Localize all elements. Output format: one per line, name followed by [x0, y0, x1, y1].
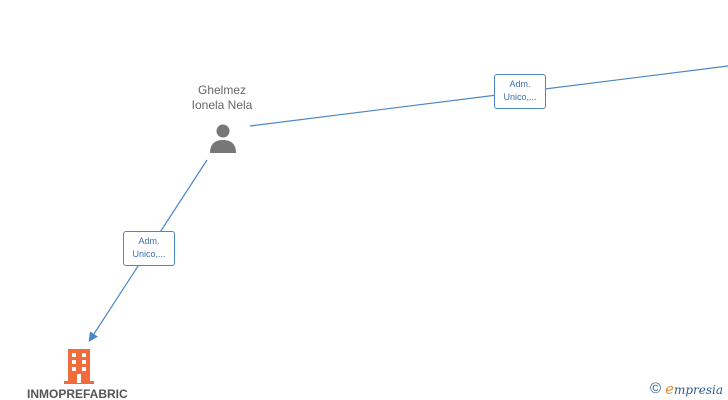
- edge-label-role[interactable]: Adm. Unico,...: [123, 231, 175, 266]
- company-name[interactable]: INMOPREFABRIC: [27, 387, 128, 400]
- brand-initial: e: [665, 379, 674, 398]
- copyright-icon: ©: [650, 380, 662, 397]
- person-icon[interactable]: [207, 122, 239, 154]
- person-name-line2: Ionela Nela: [191, 98, 253, 112]
- brand-logo: empresia: [665, 380, 723, 399]
- building-icon[interactable]: [62, 347, 96, 385]
- edge-label-line2: Unico,...: [132, 249, 166, 259]
- brand-name-rest: mpresia: [673, 382, 724, 397]
- person-name-line1: Ghelmez: [197, 83, 247, 97]
- edge-label-line2: Unico,...: [503, 92, 537, 102]
- person-name[interactable]: Ghelmez Ionela Nela: [172, 83, 272, 113]
- edge-person-to-offscreen: [249, 65, 728, 127]
- brand-watermark: © empresia: [650, 380, 723, 398]
- edge-label-line1: Adm.: [138, 236, 160, 246]
- edge-label-line1: Adm.: [509, 79, 531, 89]
- edge-label-role[interactable]: Adm. Unico,...: [494, 74, 546, 109]
